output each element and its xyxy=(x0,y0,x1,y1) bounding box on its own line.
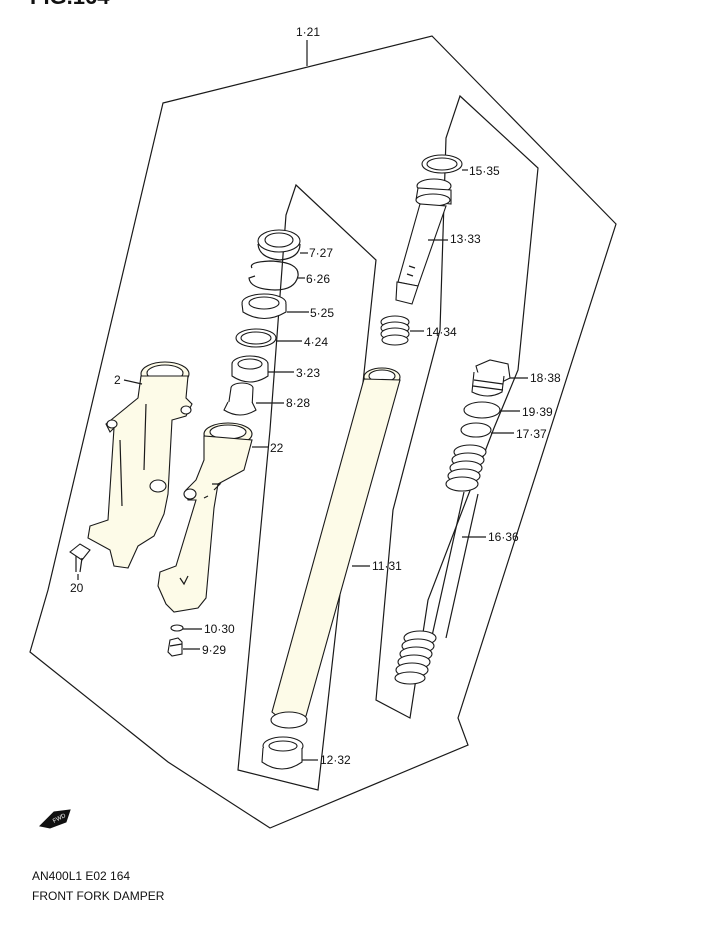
part-17-37-washer xyxy=(460,422,492,438)
part-19-39-o-ring xyxy=(463,401,501,419)
label-15-35: 15·35 xyxy=(469,164,500,178)
part-10-30-gasket xyxy=(170,624,184,632)
label-12-32: 12·32 xyxy=(320,753,351,767)
label-7-27: 7·27 xyxy=(309,246,333,260)
label-13-33: 13·33 xyxy=(450,232,481,246)
part-15-35-ring xyxy=(421,154,463,174)
fwd-arrow-icon: FWD xyxy=(38,809,71,829)
part-2-outer-tube-left xyxy=(87,361,193,569)
part-12-32-slide-bushing xyxy=(261,736,304,770)
label-14-34: 14·34 xyxy=(426,325,457,339)
label-3-23: 3·23 xyxy=(296,366,320,380)
label-11-31: 11·31 xyxy=(372,559,402,573)
label-4-24: 4·24 xyxy=(304,335,328,349)
label-9-29: 9·29 xyxy=(202,643,226,657)
part-16-36-main-spring xyxy=(394,444,487,685)
label-2: 2 xyxy=(114,373,121,387)
part-18-38-cap-bolt xyxy=(471,359,511,397)
part-6-26-snap-ring xyxy=(248,260,299,291)
label-10-30: 10·30 xyxy=(204,622,235,636)
label-18-38: 18·38 xyxy=(530,371,561,385)
part-5-25-bushing xyxy=(241,293,287,320)
part-22-outer-tube-right xyxy=(157,422,253,613)
part-13-33-damper-rod xyxy=(395,178,452,305)
footer-code: AN400L1 E02 164 xyxy=(32,869,130,883)
part-4-24-washer xyxy=(235,328,277,348)
part-7-27-seal xyxy=(257,229,301,261)
part-3-23-bushing xyxy=(231,355,269,383)
label-16-36: 16·36 xyxy=(488,530,519,544)
damper-boundary xyxy=(375,94,539,719)
label-6-26: 6·26 xyxy=(306,272,330,286)
part-9-29-drain-bolt xyxy=(167,637,183,657)
label-19-39: 19·39 xyxy=(522,405,553,419)
label-8-28: 8·28 xyxy=(286,396,310,410)
part-8-28-oil-lock xyxy=(223,382,257,416)
label-17-37: 17·37 xyxy=(516,427,547,441)
part-14-34-spring xyxy=(380,315,410,346)
footer-name: FRONT FORK DAMPER xyxy=(32,889,165,903)
outer-assembly-boundary xyxy=(29,35,617,829)
figure-title: FIG.164 xyxy=(30,0,110,9)
part-20-bolt xyxy=(69,543,91,573)
label-22: 22 xyxy=(270,441,284,455)
part-11-31-inner-tube xyxy=(270,367,401,729)
label-20: 20 xyxy=(70,581,84,595)
label-5-25: 5·25 xyxy=(310,306,334,320)
label-1-21: 1·21 xyxy=(296,25,320,39)
